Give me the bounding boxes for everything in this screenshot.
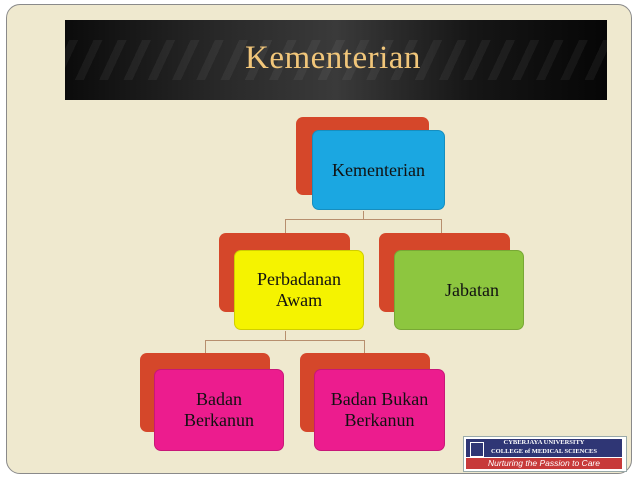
logo-header: CYBERJAYA UNIVERSITY COLLEGE of MEDICAL … [466,439,622,457]
badan-berkanun-label: Badan Berkanun [184,389,254,430]
jabatan-label: Jabatan [445,279,499,300]
logo-tagline: Nurturing the Passion to Care [466,458,622,469]
connector [285,219,442,220]
badan-berkanun-node: Badan Berkanun [154,369,284,451]
connector [441,219,442,233]
connector [285,219,286,233]
logo-mark-icon [470,442,484,457]
connector [285,331,286,340]
logo-line2: COLLEGE of MEDICAL SCIENCES [490,447,597,455]
slide-title: Kementerian [245,40,421,76]
connector [205,340,206,353]
perbadanan-awam-label: Perbadanan Awam [257,269,341,310]
root-node-label: Kementerian [332,159,425,180]
jabatan-node: Jabatan [394,250,524,330]
connector [364,340,365,353]
title-banner: Kementerian [65,20,607,100]
logo-line1: CYBERJAYA UNIVERSITY [503,439,585,446]
college-logo: CYBERJAYA UNIVERSITY COLLEGE of MEDICAL … [463,436,627,472]
connector [205,340,365,341]
badan-bukan-berkanun-label: Badan Bukan Berkanun [330,389,429,430]
badan-bukan-berkanun-node: Badan Bukan Berkanun [314,369,445,451]
perbadanan-awam-node: Perbadanan Awam [234,250,364,330]
root-node: Kementerian [312,130,445,210]
connector [363,211,364,219]
